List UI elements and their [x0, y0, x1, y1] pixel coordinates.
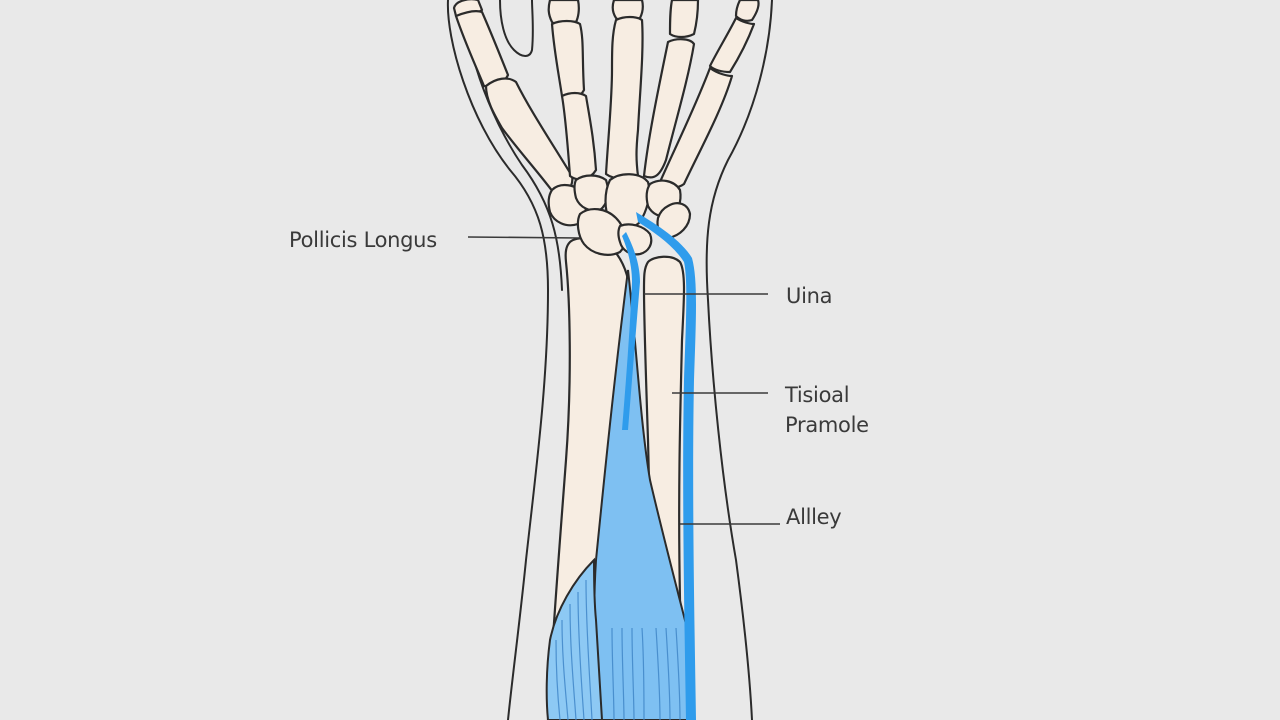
- little-metacarpal: [658, 66, 734, 189]
- ring-middle-phalanx: [668, 0, 700, 39]
- hand-bones: [452, 0, 760, 256]
- thumb-outline: [499, 0, 534, 57]
- muscle-fiber: [611, 627, 615, 720]
- tendon-central: [622, 232, 640, 430]
- leader-line-pollicis-longus: [467, 236, 581, 239]
- ring-proximal-phalanx: [642, 38, 696, 179]
- muscle-fiber: [665, 627, 671, 720]
- muscle-fiber: [585, 579, 593, 720]
- thumb-metacarpal: [484, 77, 574, 198]
- tendons: [622, 212, 696, 720]
- muscle-fiber: [631, 627, 635, 720]
- muscle-fiber: [655, 627, 661, 720]
- muscle-fibers: [555, 579, 681, 720]
- muscle-fiber: [641, 627, 645, 720]
- skin-outline-left: [446, 0, 549, 720]
- index-proximal-phalanx: [550, 19, 586, 100]
- carpal-scaphoid: [576, 208, 626, 256]
- thumb-proximal-phalanx: [454, 10, 510, 88]
- muscle-fiber: [561, 619, 569, 720]
- tendon-ulnar: [636, 212, 696, 720]
- muscle-belly-left: [545, 557, 604, 720]
- carpal-trapezoid: [573, 174, 610, 212]
- muscle-fiber: [577, 591, 585, 720]
- forearm-muscles: [545, 269, 695, 720]
- muscle-fiber: [555, 639, 561, 720]
- label-ulna: Uina: [786, 284, 833, 308]
- label-alley: Allley: [786, 505, 842, 529]
- label-tisioal-pramole: Tisioal Pramole: [785, 383, 869, 437]
- middle-proximal-phalanx: [604, 15, 644, 180]
- index-metacarpal: [560, 91, 598, 181]
- muscle-fiber: [621, 627, 625, 720]
- leader-lines: [467, 236, 780, 525]
- little-middle-phalanx: [708, 16, 756, 74]
- muscle-fiber: [569, 603, 577, 720]
- label-pollicis-longus: Pollicis Longus: [289, 228, 437, 252]
- muscle-fiber: [675, 627, 681, 720]
- skin-outline-right: [705, 0, 773, 720]
- little-distal-phalanx: [734, 0, 760, 22]
